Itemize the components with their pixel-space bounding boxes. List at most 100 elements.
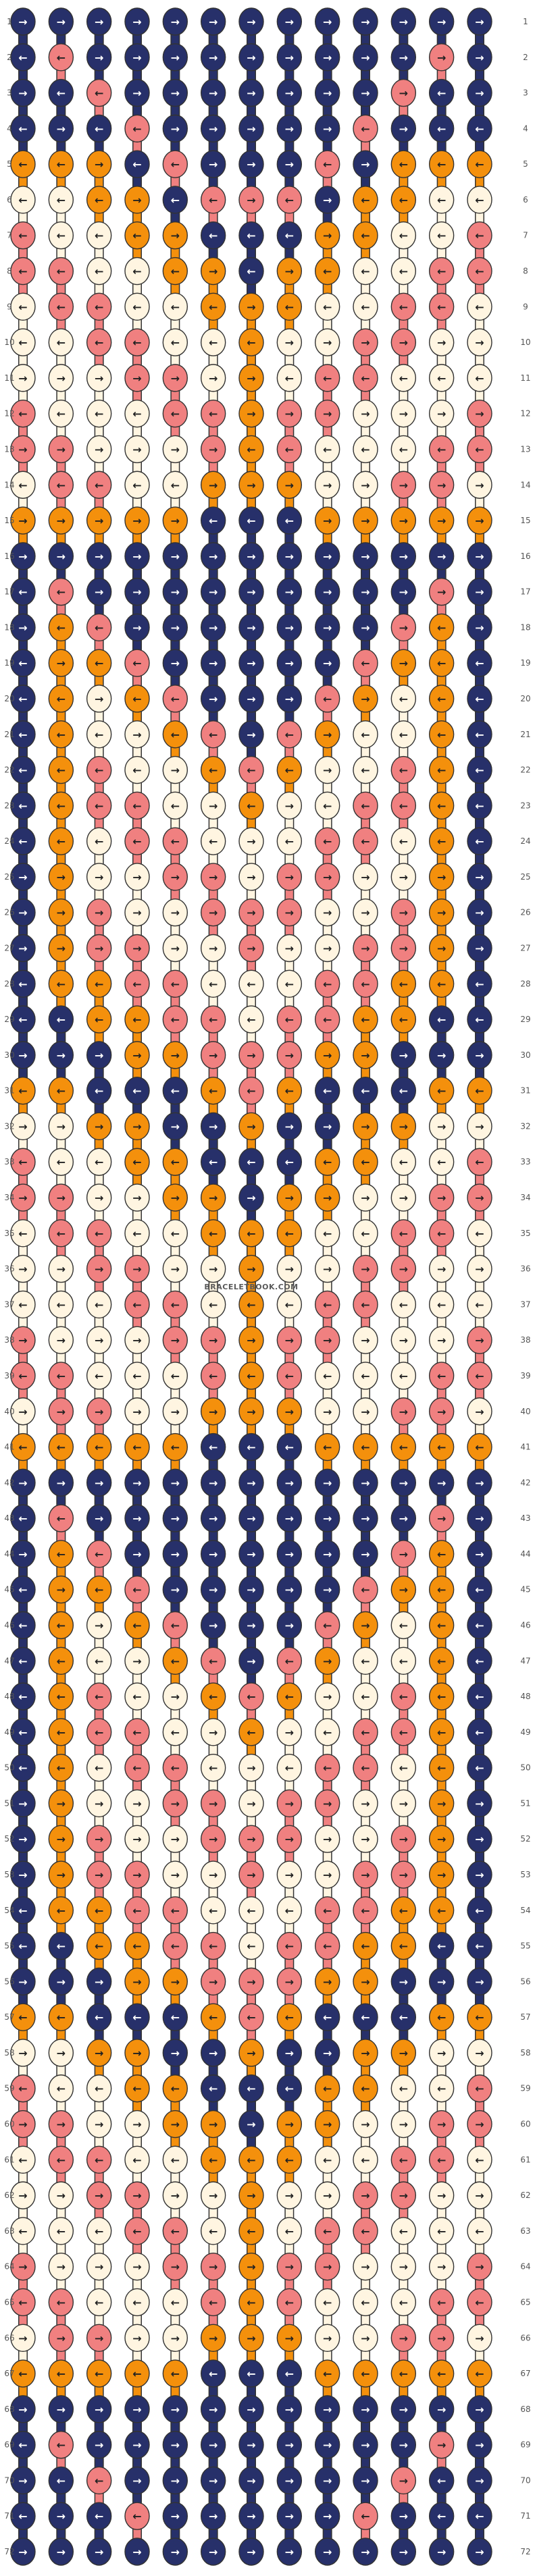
knot-shape xyxy=(467,1504,492,1532)
knot-shape xyxy=(238,1041,264,1069)
row-number-left: 44 xyxy=(4,1549,14,1559)
knot-shape xyxy=(353,1326,378,1354)
knot-shape xyxy=(10,577,36,606)
knot: → xyxy=(200,863,226,891)
knot-arrow: → xyxy=(95,372,103,385)
knot-arrow: → xyxy=(437,1869,446,1881)
knot: ← xyxy=(48,827,74,855)
knot: → xyxy=(200,1967,226,1996)
knot: → xyxy=(238,2324,264,2352)
knot-arrow: → xyxy=(95,2332,103,2344)
knot-arrow: → xyxy=(209,550,218,563)
knot-shape xyxy=(353,1789,378,1818)
knot-shape xyxy=(48,292,74,321)
knot-arrow: ← xyxy=(18,693,27,705)
knot-shape xyxy=(10,1825,36,1853)
knot-shape xyxy=(276,435,303,464)
knot-shape xyxy=(162,2074,188,2103)
knot-shape xyxy=(428,1005,455,1034)
row-number-left: 28 xyxy=(4,979,14,988)
knot: → xyxy=(124,1646,150,1675)
knot-shape xyxy=(390,1468,417,1497)
knot: ← xyxy=(124,292,150,321)
knot-shape xyxy=(314,1718,340,1746)
knot: → xyxy=(390,1254,417,1283)
knot-arrow: → xyxy=(437,1797,446,1810)
knot: ← xyxy=(200,1219,226,1247)
knot: → xyxy=(200,1718,226,1746)
knot-shape xyxy=(428,934,455,963)
knot-arrow: ← xyxy=(171,1013,180,1026)
knot-shape xyxy=(86,150,112,178)
knot-arrow: → xyxy=(285,1476,294,1489)
knot: → xyxy=(238,649,264,677)
row-number-right: 47 xyxy=(520,1656,530,1665)
knot-arrow: ← xyxy=(361,2367,370,2380)
knot-arrow: → xyxy=(361,942,370,955)
knot-arrow: ← xyxy=(437,835,446,848)
knot: → xyxy=(276,114,303,143)
knot: → xyxy=(390,1576,417,1604)
knot-arrow: → xyxy=(361,2118,370,2131)
knot-arrow: → xyxy=(399,87,408,100)
knot: ← xyxy=(200,1896,226,1925)
knot-shape xyxy=(353,1005,378,1034)
knot-arrow: → xyxy=(285,657,294,670)
knot-arrow: → xyxy=(361,2403,370,2416)
knot-shape xyxy=(276,471,303,499)
knot-shape xyxy=(314,934,340,963)
knot-shape xyxy=(124,1397,150,1426)
knot-shape xyxy=(200,1219,226,1247)
knot: → xyxy=(467,1041,492,1069)
knot-arrow: → xyxy=(57,550,66,563)
knot: ← xyxy=(10,328,36,356)
knot: ← xyxy=(467,1148,492,1176)
knot-shape xyxy=(353,2288,378,2317)
knot-shape xyxy=(10,2181,36,2209)
knot-shape xyxy=(276,1183,303,1212)
knot-shape xyxy=(10,1718,36,1746)
knot-shape xyxy=(390,1397,417,1426)
knot: ← xyxy=(238,791,264,820)
knot-shape xyxy=(467,755,492,784)
knot: → xyxy=(238,1967,264,1996)
knot: → xyxy=(48,435,74,464)
knot: → xyxy=(238,150,264,178)
knot-arrow: ← xyxy=(437,122,446,135)
knot: ← xyxy=(86,2217,112,2245)
knot-shape xyxy=(200,257,226,286)
knot-shape xyxy=(10,1753,36,1782)
knot-shape xyxy=(238,2324,264,2352)
knot-shape xyxy=(314,1753,340,1782)
knot-shape xyxy=(162,863,188,891)
knot-arrow: → xyxy=(57,1797,66,1810)
row-number-left: 53 xyxy=(4,1870,14,1879)
knot: ← xyxy=(276,1290,303,1319)
knot-arrow: ← xyxy=(18,1441,27,1454)
knot: → xyxy=(162,542,188,570)
knot-arrow: → xyxy=(475,336,484,349)
knot-shape xyxy=(276,1112,303,1141)
knot-arrow: ← xyxy=(209,1085,218,1098)
knot-arrow: ← xyxy=(437,1726,446,1739)
knot-arrow: → xyxy=(171,1476,180,1489)
knot: ← xyxy=(276,1432,303,1461)
knot-shape xyxy=(200,1148,226,1176)
knot-arrow: → xyxy=(57,2118,66,2131)
knot-shape xyxy=(467,78,492,107)
knot: → xyxy=(276,78,303,107)
knot-shape xyxy=(390,1041,417,1069)
knot-shape xyxy=(390,2252,417,2281)
knot-shape xyxy=(124,2039,150,2067)
knot: → xyxy=(200,2395,226,2423)
knot-arrow: ← xyxy=(18,977,27,990)
knot-shape xyxy=(467,934,492,963)
knot-shape xyxy=(86,221,112,250)
knot: → xyxy=(467,2110,492,2139)
knot-shape xyxy=(353,863,378,891)
knot-shape xyxy=(314,2538,340,2566)
knot: → xyxy=(467,2252,492,2281)
knot-arrow: ← xyxy=(18,479,27,491)
knot: ← xyxy=(124,1718,150,1746)
knot-arrow: → xyxy=(437,336,446,349)
